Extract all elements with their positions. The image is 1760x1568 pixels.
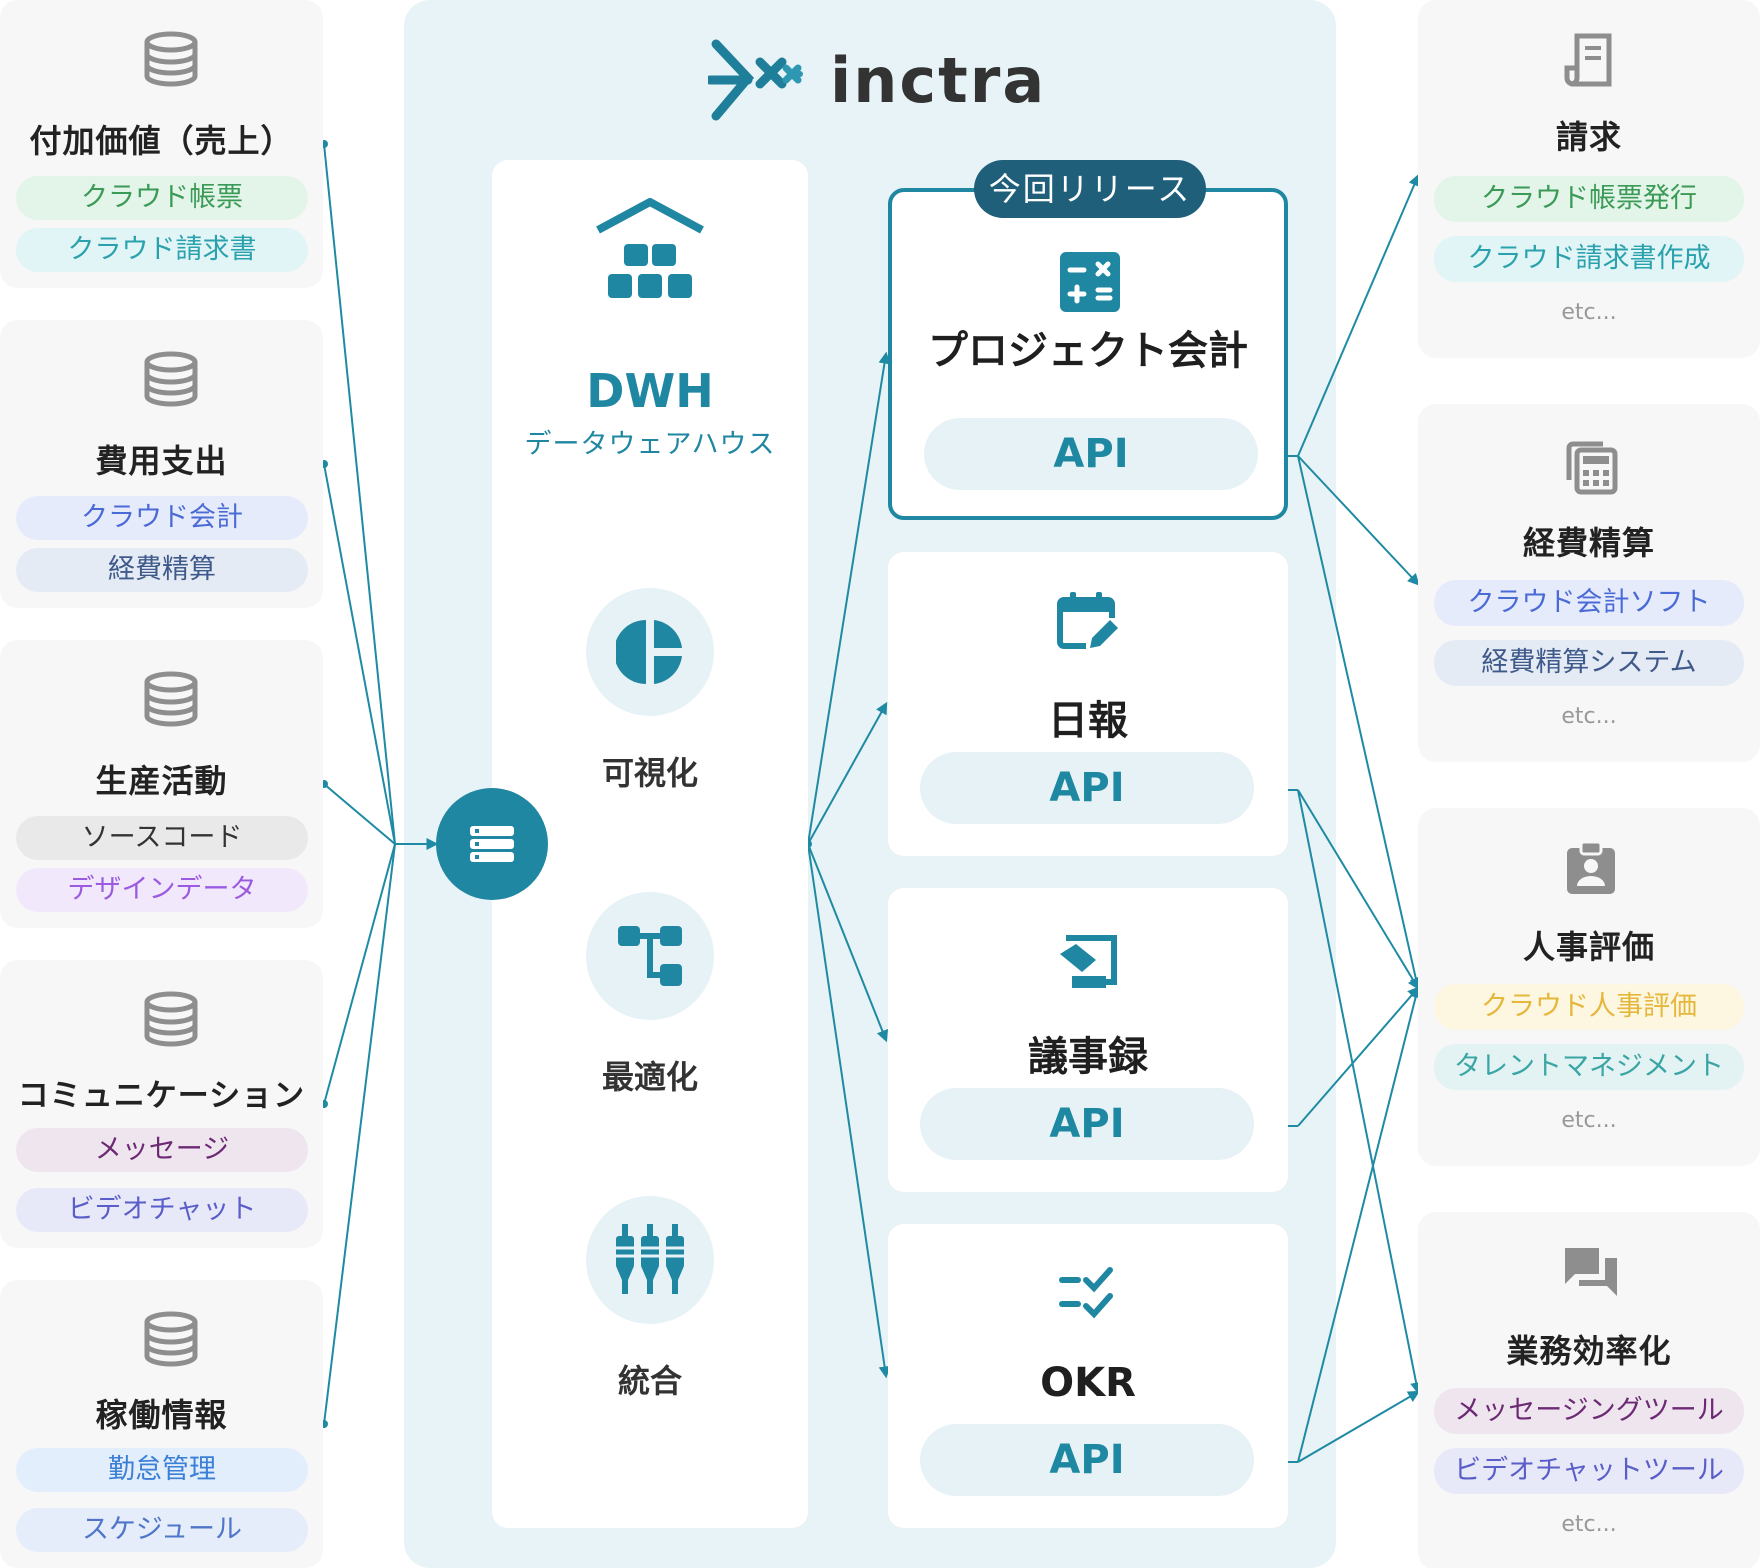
target-tag: タレントマネジメント: [1434, 1044, 1744, 1090]
target-card-hr: 人事評価 クラウド人事評価 タレントマネジメント etc...: [1418, 808, 1760, 1166]
product-card-okr: OKR API: [888, 1224, 1288, 1528]
target-tag: ビデオチャットツール: [1434, 1448, 1744, 1494]
source-tag: クラウド請求書: [16, 228, 308, 272]
feature-visualize: 可視化: [601, 754, 698, 792]
calculator-icon: [1566, 441, 1618, 495]
target-tag: クラウド請求書作成: [1434, 236, 1744, 282]
api-button[interactable]: API: [920, 1424, 1254, 1496]
release-badge: 今回リリース: [974, 160, 1206, 218]
source-tag: クラウド帳票: [16, 176, 308, 220]
api-button[interactable]: API: [920, 752, 1254, 824]
target-tag: クラウド人事評価: [1434, 984, 1744, 1030]
server-stack-icon: [470, 826, 514, 862]
receipt-icon: [1564, 33, 1612, 87]
target-title: 請求: [1555, 118, 1622, 156]
integrate-circle: [586, 1196, 714, 1324]
badge-icon: [1567, 840, 1615, 894]
target-tag: 経費精算システム: [1434, 640, 1744, 686]
visualize-circle: [586, 588, 714, 716]
database-icon: [144, 991, 198, 1047]
target-card-billing: 請求 クラウド帳票発行 クラウド請求書作成 etc...: [1418, 0, 1760, 358]
source-tag: 勤怠管理: [16, 1448, 308, 1492]
product-title: OKR: [1040, 1360, 1136, 1406]
target-tag: クラウド会計ソフト: [1434, 580, 1744, 626]
plugs-icon: [616, 1224, 684, 1294]
source-title: 生産活動: [95, 762, 228, 800]
source-card-expense: 費用支出 クラウド会計 経費精算: [0, 320, 323, 608]
source-tag: デザインデータ: [16, 868, 308, 912]
target-title: 経費精算: [1522, 524, 1655, 562]
database-icon: [144, 31, 198, 87]
database-icon: [144, 671, 198, 727]
api-button[interactable]: API: [924, 418, 1258, 490]
product-card-project-accounting: プロジェクト会計 API: [888, 188, 1288, 520]
source-to-hub-line: [323, 843, 396, 1425]
target-tag: メッセージングツール: [1434, 1388, 1744, 1434]
feature-optimize: 最適化: [601, 1058, 698, 1096]
source-tag: ソースコード: [16, 816, 308, 860]
etc-text: etc...: [1561, 1512, 1617, 1537]
product-card-minutes: 議事録 API: [888, 888, 1288, 1192]
etc-text: etc...: [1561, 704, 1617, 729]
source-title: 稼働情報: [95, 1396, 228, 1434]
source-card-communication: コミュニケーション メッセージ ビデオチャット: [0, 960, 323, 1248]
brand-logo: inctra: [708, 38, 1048, 124]
source-card-working: 稼働情報 勤怠管理 スケジュール: [0, 1280, 323, 1568]
source-title: 付加価値（売上）: [29, 122, 294, 160]
chat-icon: [1565, 1248, 1617, 1296]
target-tag: クラウド帳票発行: [1434, 176, 1744, 222]
source-to-hub-line: [323, 143, 396, 845]
target-card-efficiency: 業務効率化 メッセージングツール ビデオチャットツール etc...: [1418, 1212, 1760, 1568]
etc-text: etc...: [1561, 1108, 1617, 1133]
source-card-revenue: 付加価値（売上） クラウド帳票 クラウド請求書: [0, 0, 323, 288]
source-to-hub-line: [323, 463, 396, 845]
database-icon: [144, 1311, 198, 1367]
calendar-edit-icon: [1057, 592, 1118, 649]
source-to-hub-line: [323, 843, 396, 1105]
feature-integrate: 統合: [617, 1362, 682, 1400]
source-tag: クラウド会計: [16, 496, 308, 540]
data-hub-node: [436, 788, 548, 900]
source-to-hub-line: [323, 783, 396, 845]
product-title: 議事録: [1028, 1034, 1148, 1080]
pie-chart-icon: [616, 620, 682, 684]
product-card-daily-report: 日報 API: [888, 552, 1288, 856]
source-tag: スケジュール: [16, 1508, 308, 1552]
product-title: 日報: [1048, 698, 1128, 744]
flow-tree-icon: [618, 926, 682, 986]
target-title: 業務効率化: [1506, 1332, 1672, 1370]
calculator-icon: [1060, 252, 1120, 312]
target-title: 人事評価: [1522, 928, 1655, 966]
source-title: 費用支出: [95, 442, 228, 480]
database-icon: [144, 351, 198, 407]
source-title: コミュニケーション: [17, 1078, 306, 1114]
etc-text: etc...: [1561, 300, 1617, 325]
warehouse-icon: [596, 198, 704, 298]
checklist-icon: [1059, 1267, 1113, 1319]
inctra-logo-icon: [708, 39, 803, 121]
dwh-subtitle: データウェアハウス: [524, 429, 776, 460]
brand-name: inctra: [830, 44, 1047, 117]
whiteboard-icon: [1060, 935, 1117, 988]
source-tag: メッセージ: [16, 1128, 308, 1172]
source-card-production: 生産活動 ソースコード デザインデータ: [0, 640, 323, 928]
target-card-expense: 経費精算 クラウド会計ソフト 経費精算システム etc...: [1418, 404, 1760, 762]
api-button[interactable]: API: [920, 1088, 1254, 1160]
optimize-circle: [586, 892, 714, 1020]
source-tag: 経費精算: [16, 548, 308, 592]
product-title: プロジェクト会計: [928, 328, 1248, 374]
source-tag: ビデオチャット: [16, 1188, 308, 1232]
dwh-title: DWH: [586, 364, 714, 418]
